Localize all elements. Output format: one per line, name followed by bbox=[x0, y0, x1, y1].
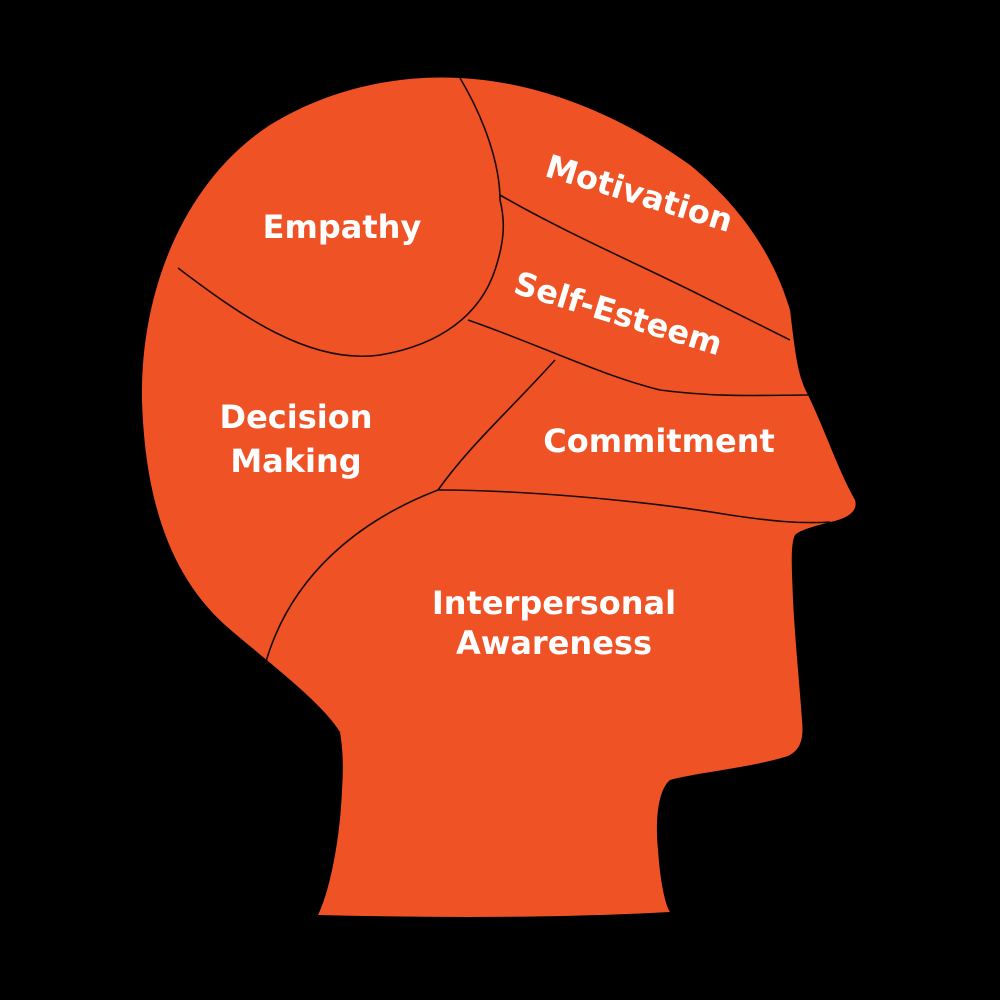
region-dividers bbox=[177, 77, 831, 666]
divider-top-arc bbox=[459, 77, 501, 201]
label-interpersonal-line-1: Interpersonal bbox=[432, 584, 676, 622]
label-commitment: Commitment bbox=[543, 422, 775, 460]
divider-decision-commitment bbox=[437, 359, 556, 491]
divider-empathy-bottom bbox=[177, 199, 505, 357]
divider-interpersonal-top bbox=[264, 489, 439, 666]
divider-motivation-bottom bbox=[499, 194, 791, 341]
divider-commitment-bottom bbox=[437, 489, 831, 524]
label-interpersonal-line-2: Awareness bbox=[456, 624, 652, 662]
label-empathy: Empathy bbox=[263, 208, 422, 246]
divider-self-esteem-bottom bbox=[467, 319, 809, 397]
head-silhouette bbox=[141, 77, 856, 917]
label-decision-making-line-1: Decision bbox=[220, 398, 373, 436]
label-decision-making-line-2: Making bbox=[230, 442, 361, 480]
